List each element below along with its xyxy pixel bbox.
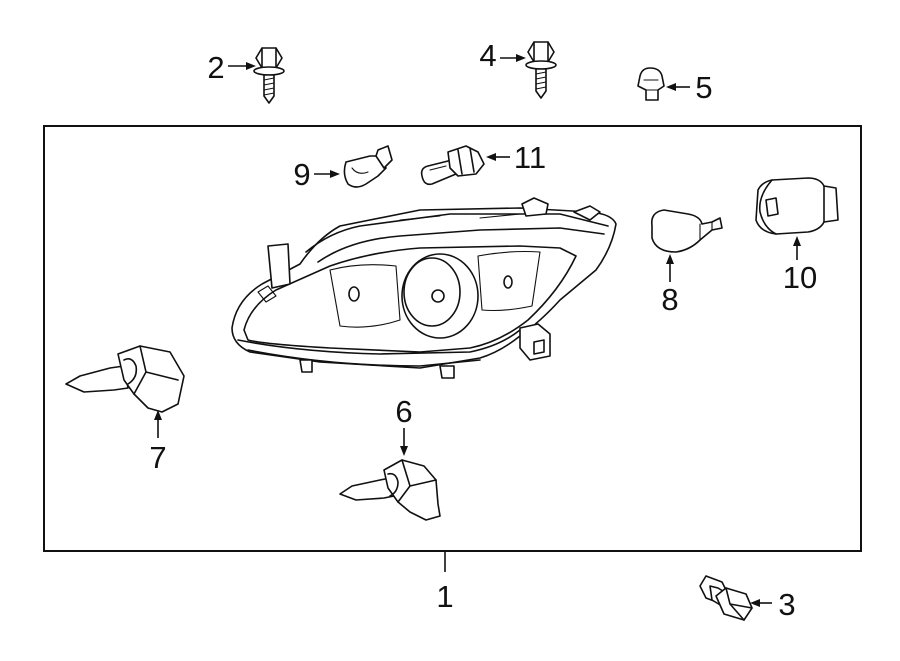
callout-11: 11 [514,140,546,175]
callout-4: 4 [479,38,496,73]
bulb-7-icon[interactable] [65,345,185,413]
callout-8: 8 [661,282,678,317]
bulb-8-icon[interactable] [650,209,723,253]
callout-9: 9 [293,157,310,192]
bolt-4-icon[interactable] [525,41,557,99]
clip-5-icon[interactable] [637,67,665,101]
callout-1: 1 [436,579,453,614]
callout-7: 7 [149,440,166,475]
callout-10: 10 [783,260,817,295]
bolt-2-icon[interactable] [253,47,285,104]
bulb-9-icon[interactable] [343,145,393,188]
callout-5: 5 [695,70,712,105]
callout-3: 3 [778,587,795,622]
callout-6: 6 [395,394,412,429]
socket-10-icon[interactable] [755,177,839,235]
callout-2: 2 [207,50,224,85]
assembly-frame [43,125,862,552]
bulb-6-icon[interactable] [339,459,441,521]
bulb-11-icon[interactable] [420,145,485,186]
bolt-3-icon[interactable] [699,575,753,621]
headlamp-assembly-icon[interactable] [231,197,617,379]
